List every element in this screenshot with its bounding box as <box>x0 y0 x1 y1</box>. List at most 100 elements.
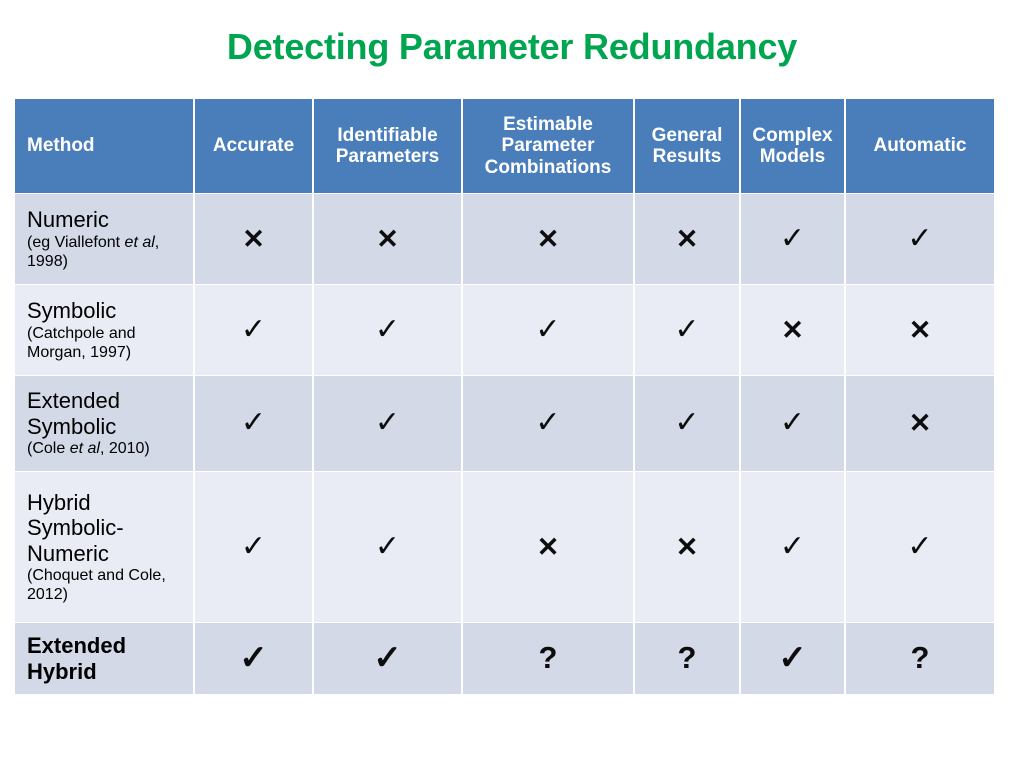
method-comparison-table: Method Accurate Identifiable Parameters … <box>13 98 996 695</box>
check-icon: ✓ <box>779 529 806 563</box>
column-header-estim-line-3: Combinations <box>484 156 612 178</box>
column-header-general-line-2: Results <box>652 146 722 167</box>
cell-hybrid-accurate: ✓ <box>195 472 312 622</box>
check-icon: ✓ <box>907 529 933 563</box>
cross-icon: ✕ <box>536 223 560 254</box>
cell-exthybrid-automatic: ? <box>846 623 994 694</box>
cross-icon: ✕ <box>536 531 560 562</box>
cell-symbolic-general: ✓ <box>635 285 739 375</box>
check-icon: ✓ <box>239 639 268 677</box>
cell-symbolic-identifiable: ✓ <box>314 285 461 375</box>
cell-extsym-general: ✓ <box>635 376 739 471</box>
header-row: Method Accurate Identifiable Parameters … <box>15 99 994 193</box>
column-header-general-line-1: General <box>651 124 723 146</box>
cross-icon: ✕ <box>908 314 932 345</box>
cell-numeric-general: ✕ <box>635 194 739 284</box>
method-name: Extended Symbolic <box>27 388 120 439</box>
citation-post: , 2010) <box>99 440 150 458</box>
column-header-general-results: General Results <box>635 99 739 193</box>
table-row: Symbolic (Catchpole and Morgan, 1997) ✓ … <box>15 285 994 375</box>
method-cell-numeric: Numeric (eg Viallefont et al, 1998) <box>15 194 193 284</box>
cross-icon: ✕ <box>675 223 699 254</box>
method-citation: (Catchpole and Morgan, 1997) <box>27 324 185 362</box>
check-icon: ✓ <box>535 312 561 346</box>
check-icon: ✓ <box>373 639 402 677</box>
page-title: Detecting Parameter Redundancy <box>226 26 798 67</box>
column-header-complex-line-1: Complex <box>752 124 833 146</box>
cell-symbolic-estimable: ✓ <box>463 285 633 375</box>
cell-extsym-automatic: ✕ <box>846 376 994 471</box>
cell-hybrid-identifiable: ✓ <box>314 472 461 622</box>
method-citation: (Choquet and Cole, 2012) <box>27 566 185 604</box>
cell-hybrid-general: ✕ <box>635 472 739 622</box>
method-cell-extended-hybrid: Extended Hybrid <box>15 623 193 694</box>
cell-exthybrid-complex: ✓ <box>741 623 844 694</box>
cell-extsym-accurate: ✓ <box>195 376 312 471</box>
check-icon: ✓ <box>240 529 267 563</box>
check-icon: ✓ <box>374 406 401 439</box>
cell-exthybrid-accurate: ✓ <box>195 623 312 694</box>
method-cell-hybrid-symbolic-numeric: Hybrid Symbolic-Numeric (Choquet and Col… <box>15 472 193 622</box>
citation-pre: (Catchpole and Morgan, 1997) <box>27 324 136 361</box>
column-header-complex-line-2: Models <box>759 146 826 167</box>
check-icon: ✓ <box>779 221 806 255</box>
check-icon: ✓ <box>535 406 561 439</box>
cross-icon: ✕ <box>376 223 399 254</box>
cell-numeric-automatic: ✓ <box>846 194 994 284</box>
citation-italic: et al <box>69 440 100 458</box>
cell-numeric-complex: ✓ <box>741 194 844 284</box>
check-icon: ✓ <box>374 312 401 346</box>
cell-numeric-identifiable: ✕ <box>314 194 461 284</box>
method-citation: (eg Viallefont et al, 1998) <box>27 233 185 271</box>
column-header-auto-line-1: Automatic <box>873 135 967 157</box>
table-row: Hybrid Symbolic-Numeric (Choquet and Col… <box>15 472 994 622</box>
method-name: Extended Hybrid <box>27 632 127 684</box>
column-header-estimable-parameter-combinations: Estimable Parameter Combinations <box>463 99 633 193</box>
method-cell-extended-symbolic: Extended Symbolic (Cole et al, 2010) <box>15 376 193 471</box>
cell-hybrid-complex: ✓ <box>741 472 844 622</box>
method-cell-symbolic: Symbolic (Catchpole and Morgan, 1997) <box>15 285 193 375</box>
check-icon: ✓ <box>779 406 806 439</box>
cell-exthybrid-general: ? <box>635 623 739 694</box>
cross-icon: ✕ <box>908 408 932 438</box>
method-name: Hybrid Symbolic-Numeric <box>27 489 124 566</box>
citation-pre: (Choquet and Cole, 2012) <box>27 567 166 604</box>
cell-exthybrid-identifiable: ✓ <box>314 623 461 694</box>
check-icon: ✓ <box>374 529 401 563</box>
check-icon: ✓ <box>778 639 807 677</box>
cross-icon: ✕ <box>242 223 265 254</box>
question-mark-icon: ? <box>677 640 697 675</box>
cell-numeric-estimable: ✕ <box>463 194 633 284</box>
check-icon: ✓ <box>240 312 267 346</box>
column-header-accurate: Accurate <box>195 99 312 193</box>
citation-italic: et al <box>124 233 155 251</box>
table-row: Numeric (eg Viallefont et al, 1998) ✕ ✕ … <box>15 194 994 284</box>
column-header-method: Method <box>15 99 193 193</box>
column-header-accurate-line-1: Accurate <box>212 135 295 157</box>
method-name: Numeric <box>27 207 109 233</box>
cell-extsym-complex: ✓ <box>741 376 844 471</box>
question-mark-icon: ? <box>538 640 558 675</box>
method-name: Symbolic <box>27 298 117 324</box>
method-citation: (Cole et al, 2010) <box>27 439 185 458</box>
column-header-ident-line-1: Identifiable <box>337 124 438 146</box>
column-header-automatic: Automatic <box>846 99 994 193</box>
cross-icon: ✕ <box>781 314 804 345</box>
column-header-estim-line-1: Estimable <box>503 114 593 136</box>
table-header: Method Accurate Identifiable Parameters … <box>15 99 994 193</box>
citation-pre: (Cole <box>27 440 70 458</box>
cell-extsym-estimable: ✓ <box>463 376 633 471</box>
column-header-complex-models: Complex Models <box>741 99 844 193</box>
cell-exthybrid-estimable: ? <box>463 623 633 694</box>
check-icon: ✓ <box>674 406 700 439</box>
check-icon: ✓ <box>907 221 933 255</box>
column-header-method-line-1: Method <box>27 135 95 157</box>
check-icon: ✓ <box>674 312 700 346</box>
column-header-estim-line-2: Parameter <box>501 135 595 157</box>
table-row: Extended Hybrid ✓ ✓ ? ? ✓ ? <box>15 623 994 694</box>
question-mark-icon: ? <box>910 640 930 675</box>
check-icon: ✓ <box>240 406 267 439</box>
cell-extsym-identifiable: ✓ <box>314 376 461 471</box>
column-header-identifiable-parameters: Identifiable Parameters <box>314 99 461 193</box>
